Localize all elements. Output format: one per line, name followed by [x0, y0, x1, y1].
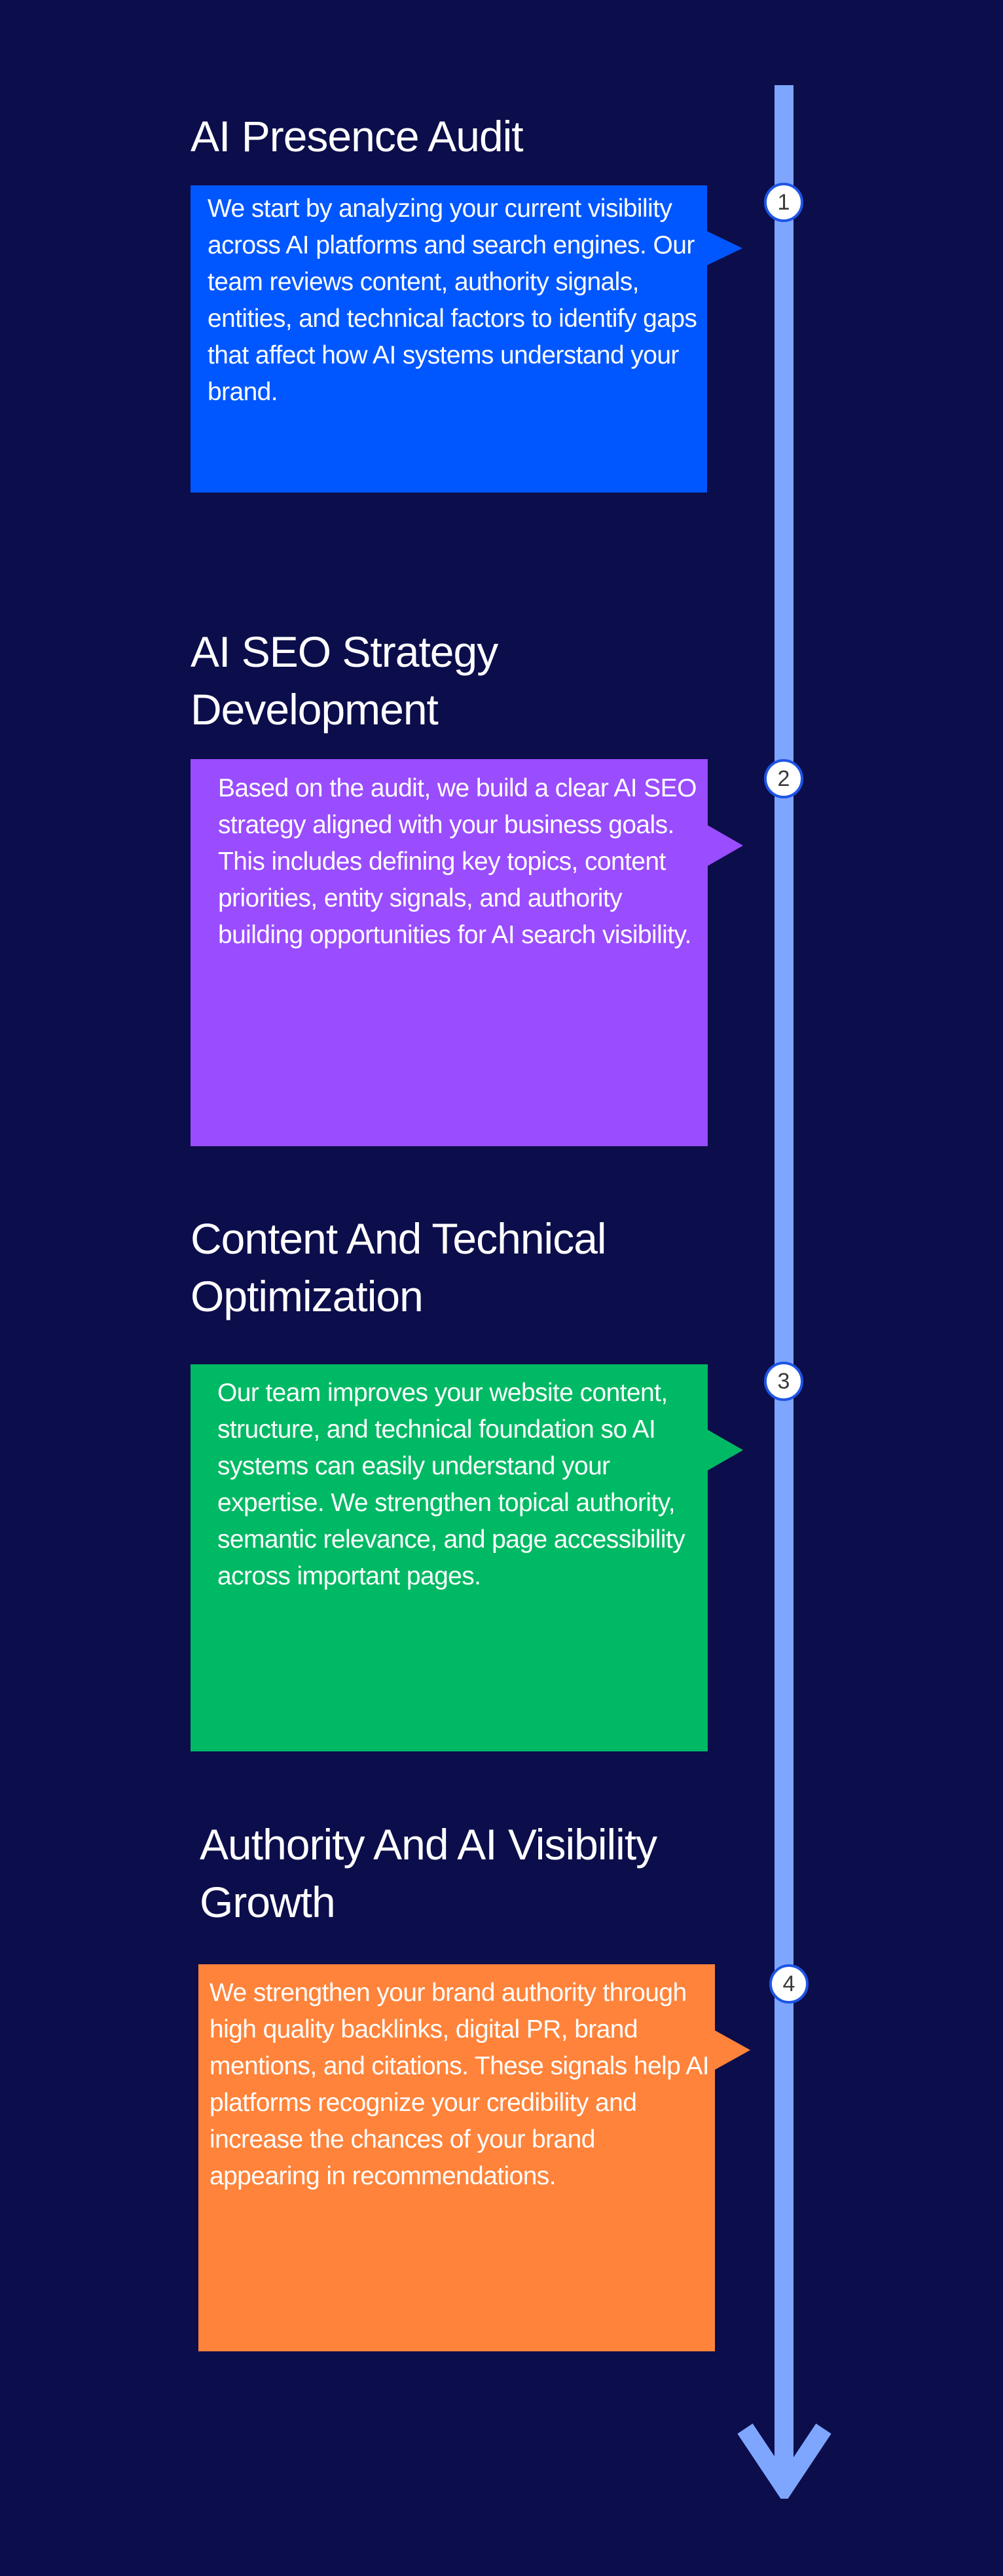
step-title: Content And Technical Optimization — [191, 1210, 607, 1325]
step-title-line: AI Presence Audit — [191, 112, 524, 160]
pointer-arrow — [715, 2030, 750, 2070]
step-title-line: Optimization — [191, 1272, 424, 1320]
step-marker-2: 2 — [764, 759, 803, 798]
step-title-line: Authority And AI Visibility — [200, 1820, 657, 1869]
step-number: 4 — [782, 1971, 795, 1996]
step-marker-3: 3 — [764, 1362, 803, 1401]
step-description: We strengthen your brand authority throu… — [210, 1979, 710, 2190]
step-number: 3 — [777, 1368, 790, 1394]
step-marker-4: 4 — [769, 1964, 809, 2004]
timeline-line — [775, 85, 793, 2476]
step-title: AI Presence Audit — [191, 107, 524, 165]
step-card: Our team improves your website content, … — [191, 1364, 743, 1751]
step-description: Based on the audit, we build a clear AI … — [218, 774, 697, 949]
step-card: We strengthen your brand authority throu… — [198, 1964, 750, 2351]
step-title-line: Content And Technical — [191, 1214, 607, 1263]
step-title-line: Development — [191, 685, 439, 734]
step-title-line: AI SEO Strategy — [191, 627, 498, 676]
step-title: AI SEO Strategy Development — [191, 623, 498, 738]
step-description: Our team improves your website content, … — [217, 1379, 685, 1590]
step-card: We start by analyzing your current visib… — [191, 185, 742, 493]
pointer-arrow — [707, 231, 742, 265]
step-card: Based on the audit, we build a clear AI … — [191, 759, 743, 1146]
pointer-arrow — [708, 825, 743, 866]
step-number: 2 — [777, 766, 790, 791]
step-marker-1: 1 — [764, 183, 803, 222]
step-title: Authority And AI Visibility Growth — [200, 1816, 657, 1931]
arrow-down-icon — [737, 2423, 831, 2499]
pointer-arrow — [708, 1430, 743, 1470]
step-description: We start by analyzing your current visib… — [208, 195, 697, 406]
step-number: 1 — [777, 189, 790, 215]
step-title-line: Growth — [200, 1878, 336, 1926]
